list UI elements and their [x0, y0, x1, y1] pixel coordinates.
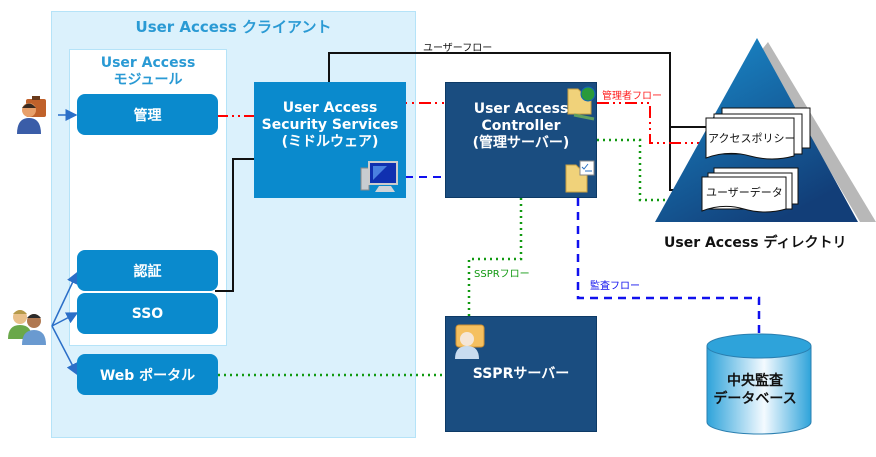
sspr-server-box[interactable]: SSPRサーバー	[445, 316, 597, 432]
admin-button-label: 管理	[133, 107, 162, 124]
folder-checklist-icon	[564, 159, 596, 198]
directory-triangle-shadow	[760, 42, 876, 222]
module-title: User Access モジュール	[69, 55, 227, 89]
sspr-flow-line-1	[597, 138, 704, 202]
users-to-portal-arrow	[51, 325, 78, 376]
users-group-icon	[6, 305, 52, 345]
access-policy-doc-icon	[705, 107, 811, 160]
user-flow-line-auth	[215, 158, 254, 292]
sspr-server-label: SSPRサーバー	[472, 366, 570, 382]
sso-button[interactable]: SSO	[77, 293, 218, 334]
sspr-flow-line-2	[467, 198, 523, 316]
controller-box[interactable]: User Access Controller (管理サーバー)	[445, 82, 597, 198]
audit-db-line1: 中央監査	[727, 373, 783, 389]
audit-flow-line-2	[576, 198, 761, 335]
audit-db-line2: データベース	[713, 391, 797, 407]
module-title-line2: モジュール	[113, 72, 183, 88]
admin-flow-label: 管理者フロー	[602, 91, 662, 102]
user-briefcase-icon	[452, 321, 486, 365]
users-to-sso-arrow	[51, 312, 79, 327]
admin-button[interactable]: 管理	[77, 94, 218, 135]
auth-button-label: 認証	[133, 263, 162, 280]
controller-line2: Controller	[481, 118, 561, 134]
admin-user-icon	[14, 96, 50, 136]
folder-globe-icon	[566, 85, 596, 126]
web-portal-button-label: Web ポータル	[99, 367, 196, 384]
auth-button[interactable]: 認証	[77, 250, 218, 291]
user-data-label: ユーザーデータ	[706, 186, 783, 199]
user-data-doc-icon	[701, 167, 799, 213]
controller-line1: User Access	[473, 101, 569, 117]
sspr-flow-label: SSPRフロー	[474, 269, 530, 280]
audit-db-label: 中央監査 データベース	[705, 372, 805, 408]
module-title-line1: User Access	[100, 55, 196, 71]
controller-line3: (管理サーバー)	[472, 135, 570, 151]
admin-flow-line-3	[597, 102, 706, 144]
security-services-line3: (ミドルウェア)	[281, 134, 379, 150]
security-services-box[interactable]: User Access Security Services (ミドルウェア)	[254, 82, 406, 198]
client-title: User Access クライアント	[135, 18, 332, 36]
web-portal-button[interactable]: Web ポータル	[77, 354, 218, 395]
access-policy-label: アクセスポリシー	[708, 132, 796, 145]
security-services-line1: User Access	[282, 100, 378, 116]
directory-label: User Access ディレクトリ	[664, 235, 847, 251]
security-services-line2: Security Services	[261, 117, 399, 133]
sso-button-label: SSO	[131, 305, 164, 322]
audit-database-icon	[706, 333, 812, 435]
user-flow-line-top	[328, 52, 706, 128]
computer-monitor-icon	[359, 160, 399, 201]
user-flow-label: ユーザーフロー	[423, 43, 493, 54]
audit-flow-label: 監査フロー	[590, 281, 640, 292]
users-to-auth-arrow	[51, 271, 78, 327]
